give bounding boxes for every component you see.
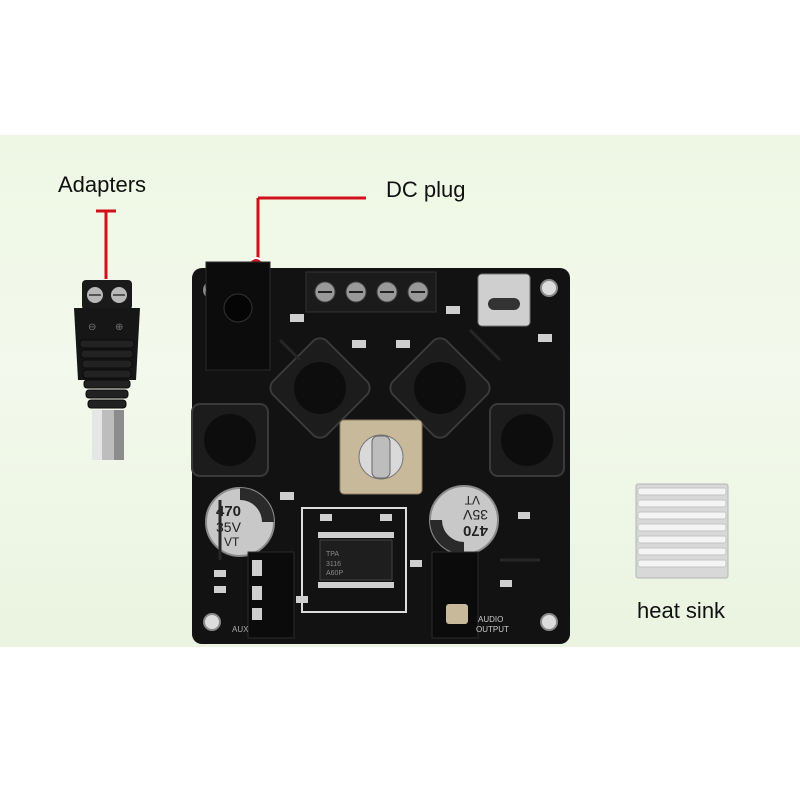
svg-text:3116: 3116	[326, 561, 341, 568]
aux-jack: AUX	[232, 551, 295, 639]
capacitor-left: 470 35V VT	[205, 487, 275, 557]
svg-text:AUX: AUX	[232, 625, 249, 634]
capacitor-right: 470 35V VT	[429, 485, 499, 555]
svg-text:470: 470	[463, 522, 488, 539]
svg-text:470: 470	[216, 503, 241, 520]
svg-text:A60P: A60P	[326, 570, 343, 577]
dc-plug-label: DC plug	[386, 177, 466, 202]
heat-sink	[635, 483, 729, 579]
dc-adapter: ⊖ ⊕	[74, 280, 140, 460]
adapters-label: Adapters	[58, 172, 147, 197]
svg-text:VT: VT	[224, 535, 240, 549]
svg-text:⊖: ⊖	[88, 322, 96, 333]
svg-text:AUDIO: AUDIO	[478, 615, 503, 624]
svg-text:⊕: ⊕	[115, 322, 123, 333]
svg-text:TPA: TPA	[326, 551, 339, 558]
audio-output-jack: AUDIO OUTPUT	[431, 551, 509, 639]
svg-text:35V: 35V	[216, 519, 242, 535]
heat-sink-label: heat sink	[637, 598, 726, 623]
amplifier-board: 470 35V VT 470 35V VT TPA 3116 A60P	[191, 261, 570, 644]
svg-text:VT: VT	[464, 493, 480, 507]
svg-text:35V: 35V	[462, 507, 488, 523]
svg-text:OUTPUT: OUTPUT	[476, 625, 509, 634]
